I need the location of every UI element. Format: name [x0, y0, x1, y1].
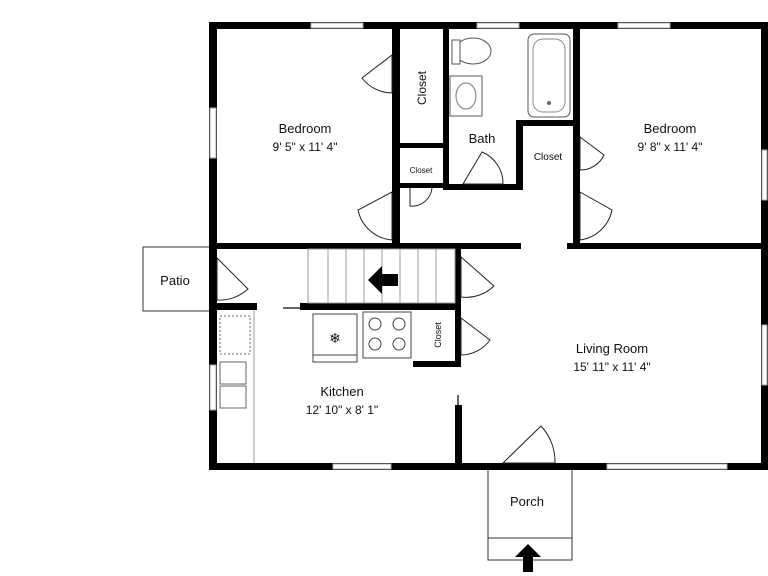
closet-bath-name: Closet — [534, 152, 563, 163]
sink-icon — [449, 75, 483, 117]
refrigerator — [312, 313, 358, 363]
stairs-arrow-icon — [368, 266, 398, 294]
kitchen-counter — [219, 310, 255, 463]
toilet-icon — [451, 37, 492, 65]
patio-area — [142, 246, 211, 312]
porch-name: Porch — [510, 494, 544, 509]
bedroom-right-size: 9' 8" x 11' 4" — [638, 140, 703, 154]
doors — [216, 53, 613, 464]
patio-name: Patio — [160, 273, 190, 288]
bedroom-left-name: Bedroom — [279, 121, 332, 136]
walls — [209, 22, 768, 470]
closet-main-name: Closet — [415, 70, 429, 105]
bath-name: Bath — [469, 131, 496, 146]
bathtub-icon — [527, 33, 571, 118]
living-room-name: Living Room — [576, 341, 648, 356]
windows — [209, 22, 768, 470]
bedroom-right-name: Bedroom — [644, 121, 697, 136]
closet-small-left-name: Closet — [410, 166, 433, 175]
entry-arrow-icon — [515, 544, 541, 572]
kitchen-name: Kitchen — [320, 384, 363, 399]
stove-icon — [362, 311, 412, 359]
living-room-size: 15' 11" x 11' 4" — [573, 360, 650, 374]
closet-stairs-name: Closet — [433, 322, 443, 348]
kitchen-size: 12' 10" x 8' 1" — [306, 403, 378, 417]
bedroom-left-size: 9' 5" x 11' 4" — [273, 140, 338, 154]
freezer-snowflake-icon: ❄ — [329, 330, 341, 346]
porch-area — [487, 465, 573, 561]
